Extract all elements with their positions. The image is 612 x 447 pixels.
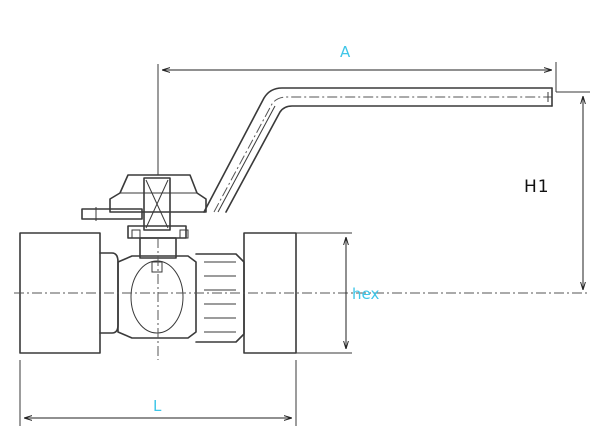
ball [130,260,184,334]
packing-nut [127,225,187,239]
lever-inner [225,105,553,213]
bonnet-top [109,174,207,213]
hex-nut [195,253,245,343]
lever-centerline [213,96,552,213]
packing-bolt-right [179,229,189,239]
stem-cross-2 [145,179,169,229]
lever-handle [203,87,553,213]
stem-bonnet [81,174,207,259]
dimension-hex: hex [296,232,379,354]
dimension-h1: H1 [524,91,590,290]
dimension-l: L [19,360,297,426]
packing-bolt-left [131,229,141,239]
stem-key [151,261,163,273]
dim-hex-label: hex [352,285,379,303]
dim-l-label: L [153,397,162,415]
ball-housing [117,255,197,339]
lever-mid [217,105,276,213]
dim-a-label: A [340,43,351,61]
stop-pin [81,208,143,220]
dim-h1-label: H1 [524,177,550,197]
valve-body [14,232,588,360]
lever-outer [203,87,553,213]
stem-box [143,177,171,231]
dimension-a: A [157,43,557,175]
